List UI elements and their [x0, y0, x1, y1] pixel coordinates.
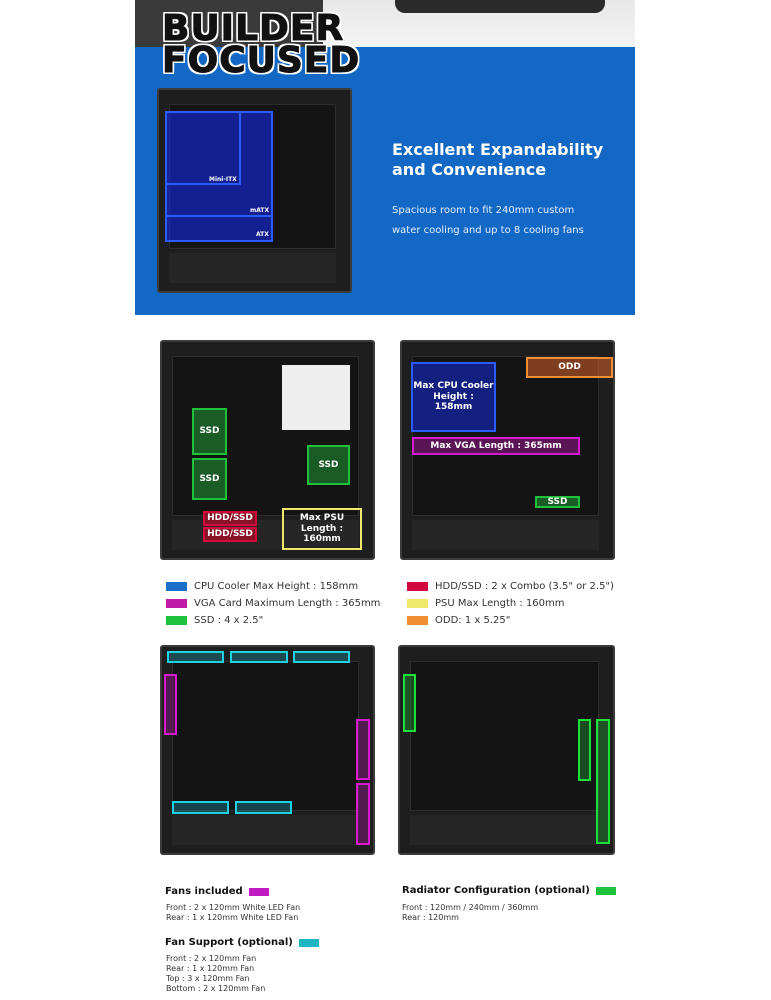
atx-label: ATX	[256, 231, 269, 238]
case-image-radiator	[398, 645, 615, 855]
case-image-storage	[160, 340, 375, 560]
fans-included-line: Front : 2 x 120mm White LED Fan	[166, 903, 301, 912]
ssd-slot: SSD	[307, 445, 350, 485]
fan-top	[230, 651, 288, 663]
hdd-slot: HDD/SSD	[203, 511, 257, 526]
window-panel	[282, 365, 350, 430]
psu-label-1: Max PSU	[299, 512, 345, 523]
mini-itx-area	[165, 111, 241, 185]
mini-itx-label: Mini-ITX	[209, 176, 237, 183]
radiator-rear	[403, 674, 416, 732]
legend-item: VGA Card Maximum Length : 365mm	[166, 598, 380, 609]
fan-bottom	[235, 801, 292, 814]
radiator-title: Radiator Configuration (optional)	[402, 885, 616, 896]
atx-area	[165, 111, 273, 242]
radiator-line: Front : 120mm / 240mm / 360mm	[402, 903, 539, 912]
vga-area: Max VGA Length : 365mm	[412, 437, 580, 455]
banner-heading-1: Excellent Expandability	[392, 140, 604, 159]
fan-top	[293, 651, 350, 663]
case-image-top	[395, 0, 605, 13]
fans-included-line: Rear : 1 x 120mm White LED Fan	[166, 913, 299, 922]
fan-bottom	[172, 801, 229, 814]
banner-desc-1: Spacious room to fit 240mm custom	[392, 205, 575, 216]
fan-rear	[164, 674, 177, 735]
banner-top-dark	[135, 0, 323, 47]
matx-label: mATX	[250, 207, 270, 214]
banner-desc-2: water cooling and up to 8 cooling fans	[392, 225, 584, 236]
fan-front	[356, 719, 370, 780]
fan-support-line: Top : 3 x 120mm Fan	[166, 974, 250, 983]
fan-support-line: Bottom : 2 x 120mm Fan	[166, 984, 266, 993]
radiator-front-360	[596, 719, 610, 844]
ssd-slot: SSD	[192, 458, 227, 500]
odd-bay: ODD	[526, 357, 613, 378]
fan-top	[167, 651, 224, 663]
case-image-fans	[160, 645, 375, 855]
banner-heading-2: and Convenience	[392, 160, 547, 179]
ssd-slot: SSD	[535, 496, 580, 508]
ssd-slot: SSD	[192, 408, 227, 455]
psu-label-2: Length : 160mm	[300, 523, 344, 545]
fan-support-title: Fan Support (optional)	[165, 937, 319, 948]
radiator-line: Rear : 120mm	[402, 913, 459, 922]
cpu-label-1: Max CPU Cooler	[413, 380, 494, 391]
fans-included-title: Fans included	[165, 886, 269, 897]
legend-item: HDD/SSD : 2 x Combo (3.5" or 2.5")	[407, 581, 614, 592]
title-line2: FOCUSED	[161, 40, 361, 82]
title-line1: BUILDER	[161, 8, 345, 50]
radiator-front	[578, 719, 591, 781]
legend-item: CPU Cooler Max Height : 158mm	[166, 581, 358, 592]
hdd-slot: HDD/SSD	[203, 527, 257, 542]
fan-support-line: Rear : 1 x 120mm Fan	[166, 964, 255, 973]
fan-support-line: Front : 2 x 120mm Fan	[166, 954, 257, 963]
legend-item: ODD: 1 x 5.25"	[407, 615, 510, 626]
cpu-label-2: Height : 158mm	[433, 391, 474, 413]
legend-item: PSU Max Length : 160mm	[407, 598, 565, 609]
legend-item: SSD : 4 x 2.5"	[166, 615, 263, 626]
fan-front	[356, 783, 370, 845]
